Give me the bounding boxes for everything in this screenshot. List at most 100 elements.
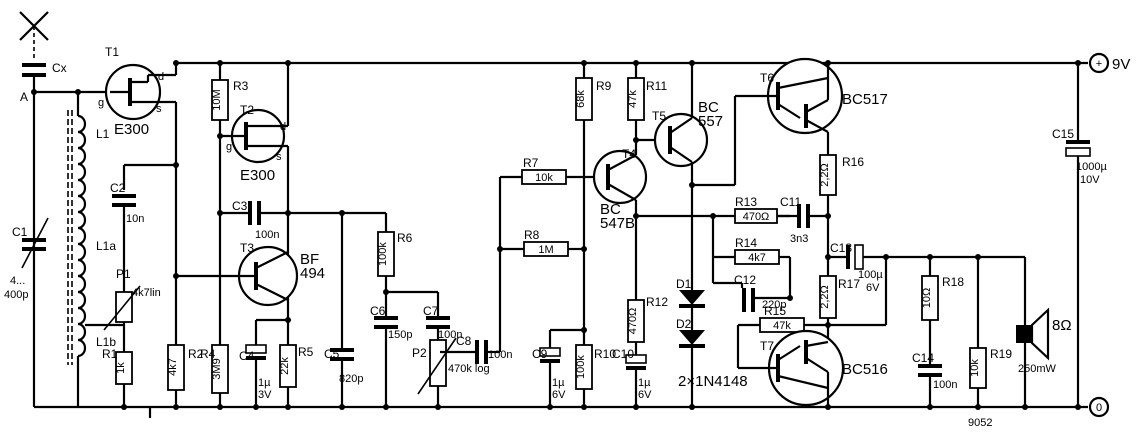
node-a-label: A [20,90,28,104]
svg-text:R9: R9 [596,79,612,93]
svg-text:T7: T7 [760,339,774,353]
svg-text:6V: 6V [866,282,880,294]
svg-text:C3: C3 [232,199,248,213]
svg-text:1M: 1M [538,244,553,256]
svg-text:D1: D1 [676,277,692,291]
svg-text:8Ω: 8Ω [1052,317,1072,334]
svg-text:3M9: 3M9 [211,358,223,379]
svg-text:6V: 6V [638,389,652,401]
figure-number: 9052 [968,417,992,429]
svg-text:22k: 22k [279,357,291,375]
svg-text:10n: 10n [126,213,144,225]
svg-text:220p: 220p [762,299,786,311]
svg-text:R5: R5 [298,345,314,359]
svg-text:10Ω: 10Ω [921,288,933,308]
antenna-icon [19,11,49,60]
supply-terminal [1088,52,1110,74]
svg-text:4...: 4... [10,275,25,287]
svg-text:470Ω: 470Ω [627,308,639,335]
svg-text:R13: R13 [735,195,757,209]
svg-text:1k: 1k [115,362,127,374]
svg-text:3V: 3V [258,389,272,401]
svg-text:C7: C7 [423,304,439,318]
svg-text:100n: 100n [488,349,512,361]
svg-text:E300: E300 [240,167,275,184]
l1b-label: L1b [96,335,116,349]
svg-text:T4: T4 [622,147,636,161]
svg-text:C14: C14 [912,351,934,365]
svg-text:C11: C11 [780,195,801,209]
d1-diode [679,290,705,305]
svg-text:4k7lin: 4k7lin [132,287,161,299]
svg-text:10k: 10k [535,172,553,184]
svg-text:100k: 100k [377,242,389,266]
svg-text:1µ: 1µ [258,377,271,389]
d2-diode [679,330,705,345]
svg-text:100n: 100n [933,379,957,391]
svg-text:R1: R1 [102,347,118,361]
svg-text:100k: 100k [575,355,587,379]
svg-text:100n: 100n [438,329,462,341]
svg-text:557: 557 [698,113,723,130]
junction-dots [31,60,1081,410]
svg-text:T3: T3 [240,241,254,255]
svg-text:4k7: 4k7 [167,358,179,376]
svg-text:P1: P1 [116,267,131,281]
svg-text:g: g [98,97,104,109]
svg-text:T5: T5 [652,109,666,123]
t1-fet [104,63,162,121]
svg-text:T1: T1 [105,45,119,59]
svg-text:400p: 400p [4,289,28,301]
svg-text:P2: P2 [412,346,427,360]
svg-text:d: d [158,71,164,83]
supply-plus-label: + [1096,58,1102,70]
svg-text:C13: C13 [830,241,852,255]
svg-text:10V: 10V [1080,174,1100,186]
svg-text:494: 494 [300,265,325,282]
svg-text:C10: C10 [612,347,634,361]
ground-terminal [1088,396,1110,418]
cx-label: Cx [52,61,67,75]
svg-text:470k log: 470k log [448,363,490,375]
c1-label: C1 [12,225,28,239]
supply-voltage-label: 9V [1112,56,1130,73]
svg-text:R7: R7 [523,156,539,170]
svg-text:R6: R6 [397,231,413,245]
svg-text:s: s [276,151,282,163]
l1a-label: L1a [96,239,116,253]
svg-text:4k7: 4k7 [748,252,766,264]
svg-text:g: g [226,141,232,153]
svg-text:R12: R12 [646,295,668,309]
svg-text:100µ: 100µ [858,269,883,281]
svg-text:T6: T6 [760,71,774,85]
svg-text:E300: E300 [114,121,149,138]
svg-text:C9: C9 [532,347,548,361]
svg-text:BF: BF [300,251,319,268]
svg-text:s: s [156,103,162,115]
ground-label: 0 [1096,402,1102,414]
svg-text:2,2Ω: 2,2Ω [819,163,831,187]
svg-text:10M: 10M [211,89,223,110]
svg-text:C2: C2 [110,181,126,195]
svg-text:R17: R17 [838,277,860,291]
svg-text:BC517: BC517 [842,91,888,108]
svg-text:R19: R19 [990,347,1012,361]
svg-text:T2: T2 [240,103,254,117]
t4-transistor [592,149,648,205]
svg-text:68k: 68k [575,90,587,108]
svg-text:BC: BC [600,201,621,218]
svg-text:R15: R15 [764,304,786,318]
svg-text:6V: 6V [552,389,566,401]
svg-text:R14: R14 [735,236,757,250]
svg-text:R16: R16 [842,155,864,169]
svg-text:3n3: 3n3 [790,233,808,245]
svg-text:1µ: 1µ [552,377,565,389]
l1-label: L1 [96,127,110,141]
svg-text:150p: 150p [388,329,412,341]
svg-text:C6: C6 [370,304,386,318]
svg-text:C15: C15 [1052,127,1074,141]
svg-text:d: d [280,121,286,133]
svg-text:C4: C4 [239,349,255,363]
svg-text:R4: R4 [200,347,216,361]
